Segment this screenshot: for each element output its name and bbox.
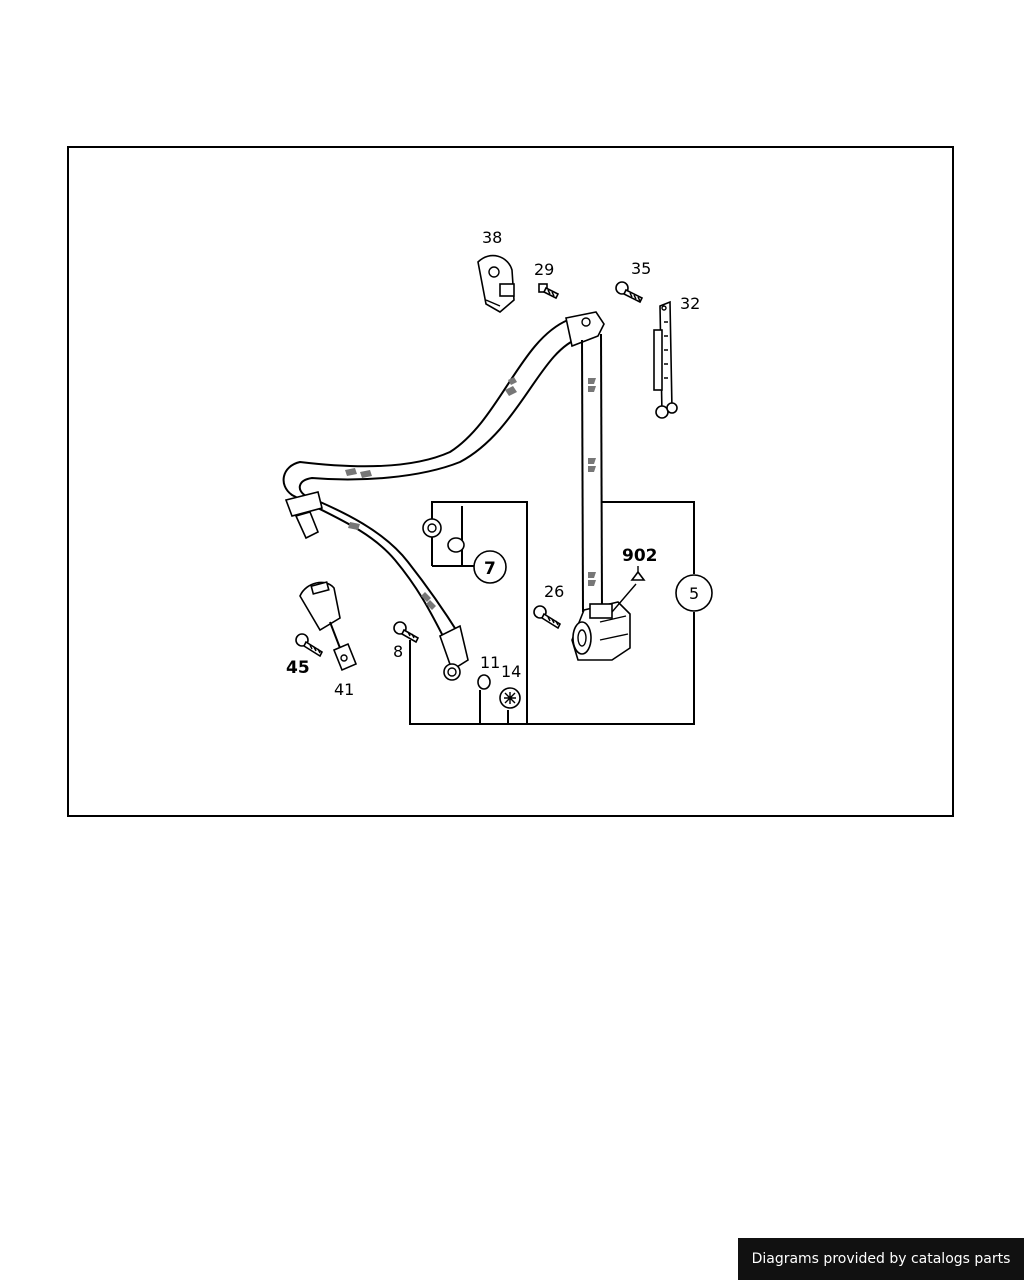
part-32-adjuster-rail <box>653 300 678 419</box>
callout-38: 38 <box>482 228 502 247</box>
part-38-cover <box>477 254 515 313</box>
part-902-marker <box>611 566 646 613</box>
part-35-bolt <box>615 281 644 304</box>
callout-32: 32 <box>680 294 700 313</box>
callout-41: 41 <box>334 680 354 699</box>
shoulder-belt-vertical <box>565 311 605 613</box>
callout-35: 35 <box>631 259 651 278</box>
part-8-bolt <box>393 621 420 644</box>
diagram-frame <box>67 146 954 817</box>
part-11-nut <box>477 674 491 690</box>
callout-45: 45 <box>286 658 310 678</box>
part-5-group <box>409 501 713 725</box>
part-41-buckle <box>299 581 358 672</box>
callout-14: 14 <box>501 662 521 681</box>
part-29-bolt <box>538 283 560 300</box>
callout-902: 902 <box>622 546 658 566</box>
part-14-washer <box>499 687 521 709</box>
callout-5: 5 <box>689 584 699 603</box>
belt-retractor <box>571 601 631 661</box>
footer-credit-text: Diagrams provided by catalogs parts <box>751 1251 1011 1267</box>
callout-26: 26 <box>544 582 564 601</box>
part-26-bolt <box>533 605 562 630</box>
callout-8: 8 <box>393 642 403 661</box>
seat-belt-webbing <box>282 319 581 681</box>
part-7-group <box>422 501 528 724</box>
callout-29: 29 <box>534 260 554 279</box>
footer-credit-banner: Diagrams provided by catalogs parts <box>738 1238 1024 1280</box>
callout-11: 11 <box>480 653 500 672</box>
callout-7: 7 <box>484 559 496 579</box>
part-45-bolt <box>295 633 324 658</box>
